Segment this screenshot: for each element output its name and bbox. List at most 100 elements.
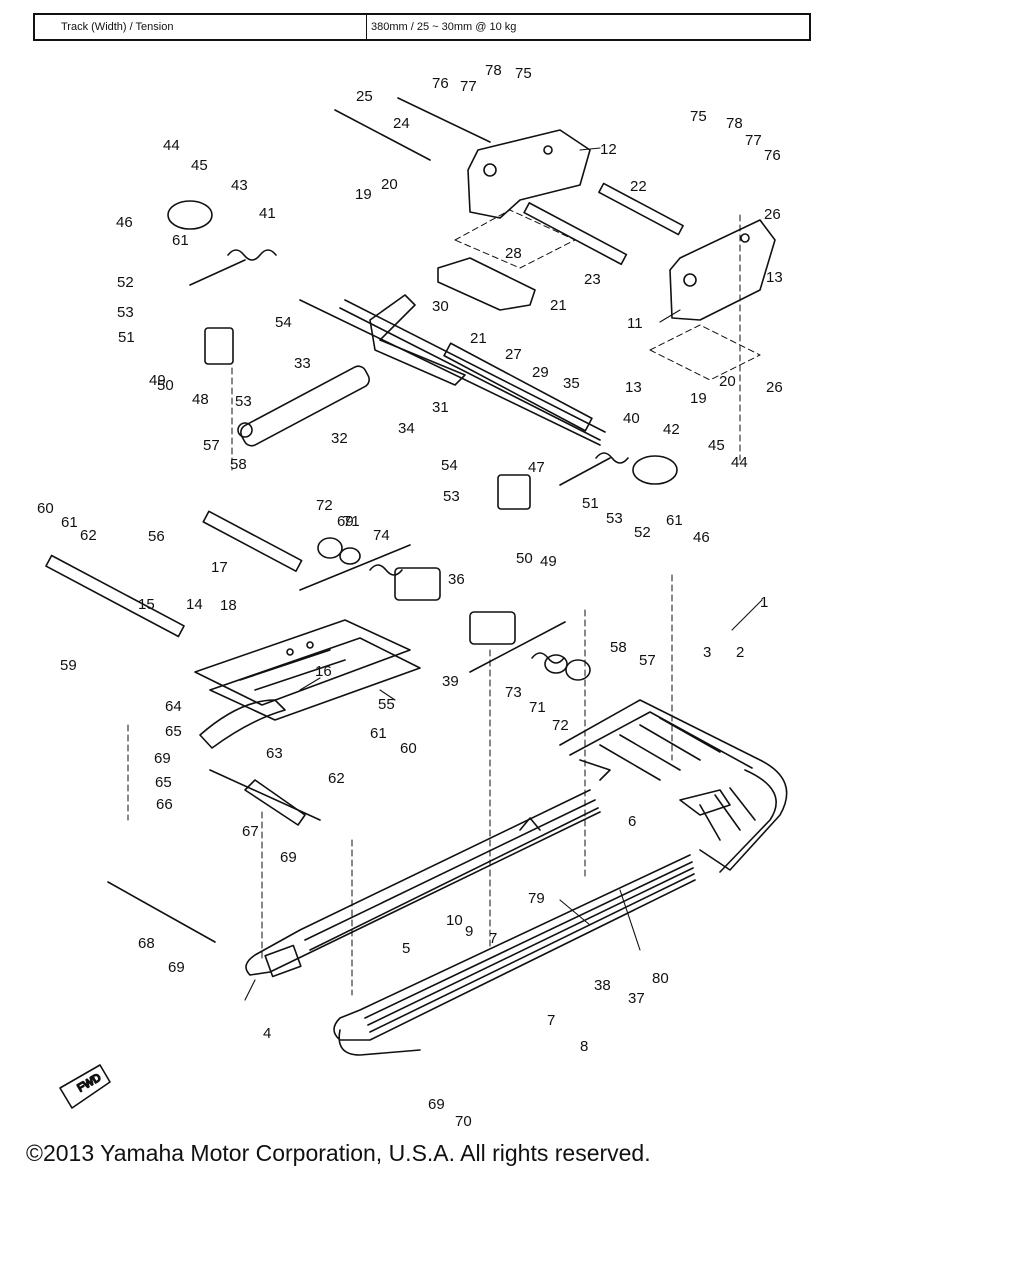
callout-label: 37 — [628, 990, 645, 1007]
callout-label: 34 — [398, 420, 415, 437]
callout-label: 21 — [470, 330, 487, 347]
callout-label: 60 — [400, 740, 417, 757]
callout-label: 55 — [378, 696, 395, 713]
callout-label: 7 — [547, 1012, 555, 1029]
callout-label: 56 — [148, 528, 165, 545]
callout-label: 1 — [760, 594, 768, 611]
leader-lines — [244, 147, 763, 1001]
callout-label: 57 — [203, 437, 220, 454]
left-skid-rail — [245, 789, 601, 978]
callout-label: 15 — [138, 596, 155, 613]
callout-label: 48 — [192, 391, 209, 408]
callout-label: 69 — [154, 750, 171, 767]
copyright-notice: ©2013 Yamaha Motor Corporation, U.S.A. A… — [26, 1140, 651, 1166]
callout-label: 26 — [764, 206, 781, 223]
spec-table: Track (Width) / Tension 380mm / 25 ~ 30m… — [33, 13, 811, 41]
callout-label: 51 — [118, 329, 135, 346]
callout-label: 53 — [606, 510, 623, 527]
callout-label: 49 — [540, 553, 557, 570]
callout-label: 75 — [690, 108, 707, 125]
callout-label: 33 — [294, 355, 311, 372]
callout-label: 31 — [432, 399, 449, 416]
callout-label: 3 — [703, 644, 711, 661]
callout-label: 14 — [186, 596, 203, 613]
bracket-12 — [467, 129, 591, 219]
callout-label: 44 — [163, 137, 180, 154]
callout-label: 62 — [328, 770, 345, 787]
callout-label: 72 — [316, 497, 333, 514]
callout-label: 61 — [172, 232, 189, 249]
fwd-arrow: FWD — [59, 1064, 111, 1109]
callout-label: 78 — [726, 115, 743, 132]
callout-label: 76 — [764, 147, 781, 164]
callout-label: 54 — [275, 314, 292, 331]
callout-label: 70 — [455, 1113, 472, 1130]
springs — [227, 249, 629, 664]
callout-label: 18 — [220, 597, 237, 614]
callout-label: 66 — [156, 796, 173, 813]
callout-label: 26 — [766, 379, 783, 396]
callout-label: 78 — [485, 62, 502, 79]
callout-label: 40 — [623, 410, 640, 427]
callout-label: 60 — [37, 500, 54, 517]
callout-label: 61 — [666, 512, 683, 529]
callout-label: 28 — [505, 245, 522, 262]
callout-label: 21 — [550, 297, 567, 314]
bracket-11 — [669, 219, 776, 321]
callout-label: 19 — [355, 186, 372, 203]
callout-label: 65 — [165, 723, 182, 740]
lower-frame-55 — [194, 619, 421, 721]
callout-label: 69 — [280, 849, 297, 866]
callout-label: 50 — [516, 550, 533, 567]
callout-label: 45 — [191, 157, 208, 174]
callout-label: 74 — [373, 527, 390, 544]
bolt-68 — [107, 881, 216, 943]
callout-label: 79 — [528, 890, 545, 907]
upper-shafts — [45, 97, 684, 673]
callout-label: 69 — [337, 513, 354, 530]
exploded-parts-diagram: FWD 1 2 3 4 5 6 7 7 8 9 10 11 — [37, 62, 788, 1130]
callout-label: 13 — [625, 379, 642, 396]
callout-label: 62 — [80, 527, 97, 544]
callout-label: 22 — [630, 178, 647, 195]
callout-label: 20 — [381, 176, 398, 193]
right-skid-rail — [333, 854, 696, 1056]
callout-label: 65 — [155, 774, 172, 791]
callout-label: 53 — [235, 393, 252, 410]
callout-label: 71 — [343, 513, 360, 530]
callout-label: 25 — [356, 88, 373, 105]
callout-label: 38 — [594, 977, 611, 994]
callout-label: 58 — [230, 456, 247, 473]
callout-label: 30 — [432, 298, 449, 315]
callout-label: 19 — [690, 390, 707, 407]
callout-label: 54 — [441, 457, 458, 474]
callout-label: 59 — [60, 657, 77, 674]
track — [559, 699, 788, 873]
callout-label: 77 — [745, 132, 762, 149]
callout-label: 52 — [634, 524, 651, 541]
callout-label: 5 — [402, 940, 410, 957]
callout-label: 50 — [157, 377, 174, 394]
callout-label: 27 — [505, 346, 522, 363]
shock-32 — [237, 365, 370, 447]
callout-label: 13 — [766, 269, 783, 286]
callout-label: 61 — [370, 725, 387, 742]
spec-label: Track (Width) / Tension — [33, 13, 367, 41]
callout-label: 52 — [117, 274, 134, 291]
callout-label: 39 — [442, 673, 459, 690]
callout-label: 61 — [61, 514, 78, 531]
callout-label: 44 — [731, 454, 748, 471]
callout-label: 47 — [528, 459, 545, 476]
callout-labels: 1 2 3 4 5 6 7 7 8 9 10 11 12 13 13 14 15… — [37, 62, 783, 1130]
callout-label: 7 — [489, 930, 497, 947]
callout-label: 43 — [231, 177, 248, 194]
brackets-lower — [167, 200, 678, 681]
callout-label: 8 — [580, 1038, 588, 1055]
callout-label: 69 — [428, 1096, 445, 1113]
callout-label: 46 — [693, 529, 710, 546]
callout-label: 73 — [505, 684, 522, 701]
arm-31 — [369, 294, 466, 386]
callout-label: 68 — [138, 935, 155, 952]
fwd-label: FWD — [76, 1072, 104, 1095]
callout-label: 67 — [242, 823, 259, 840]
